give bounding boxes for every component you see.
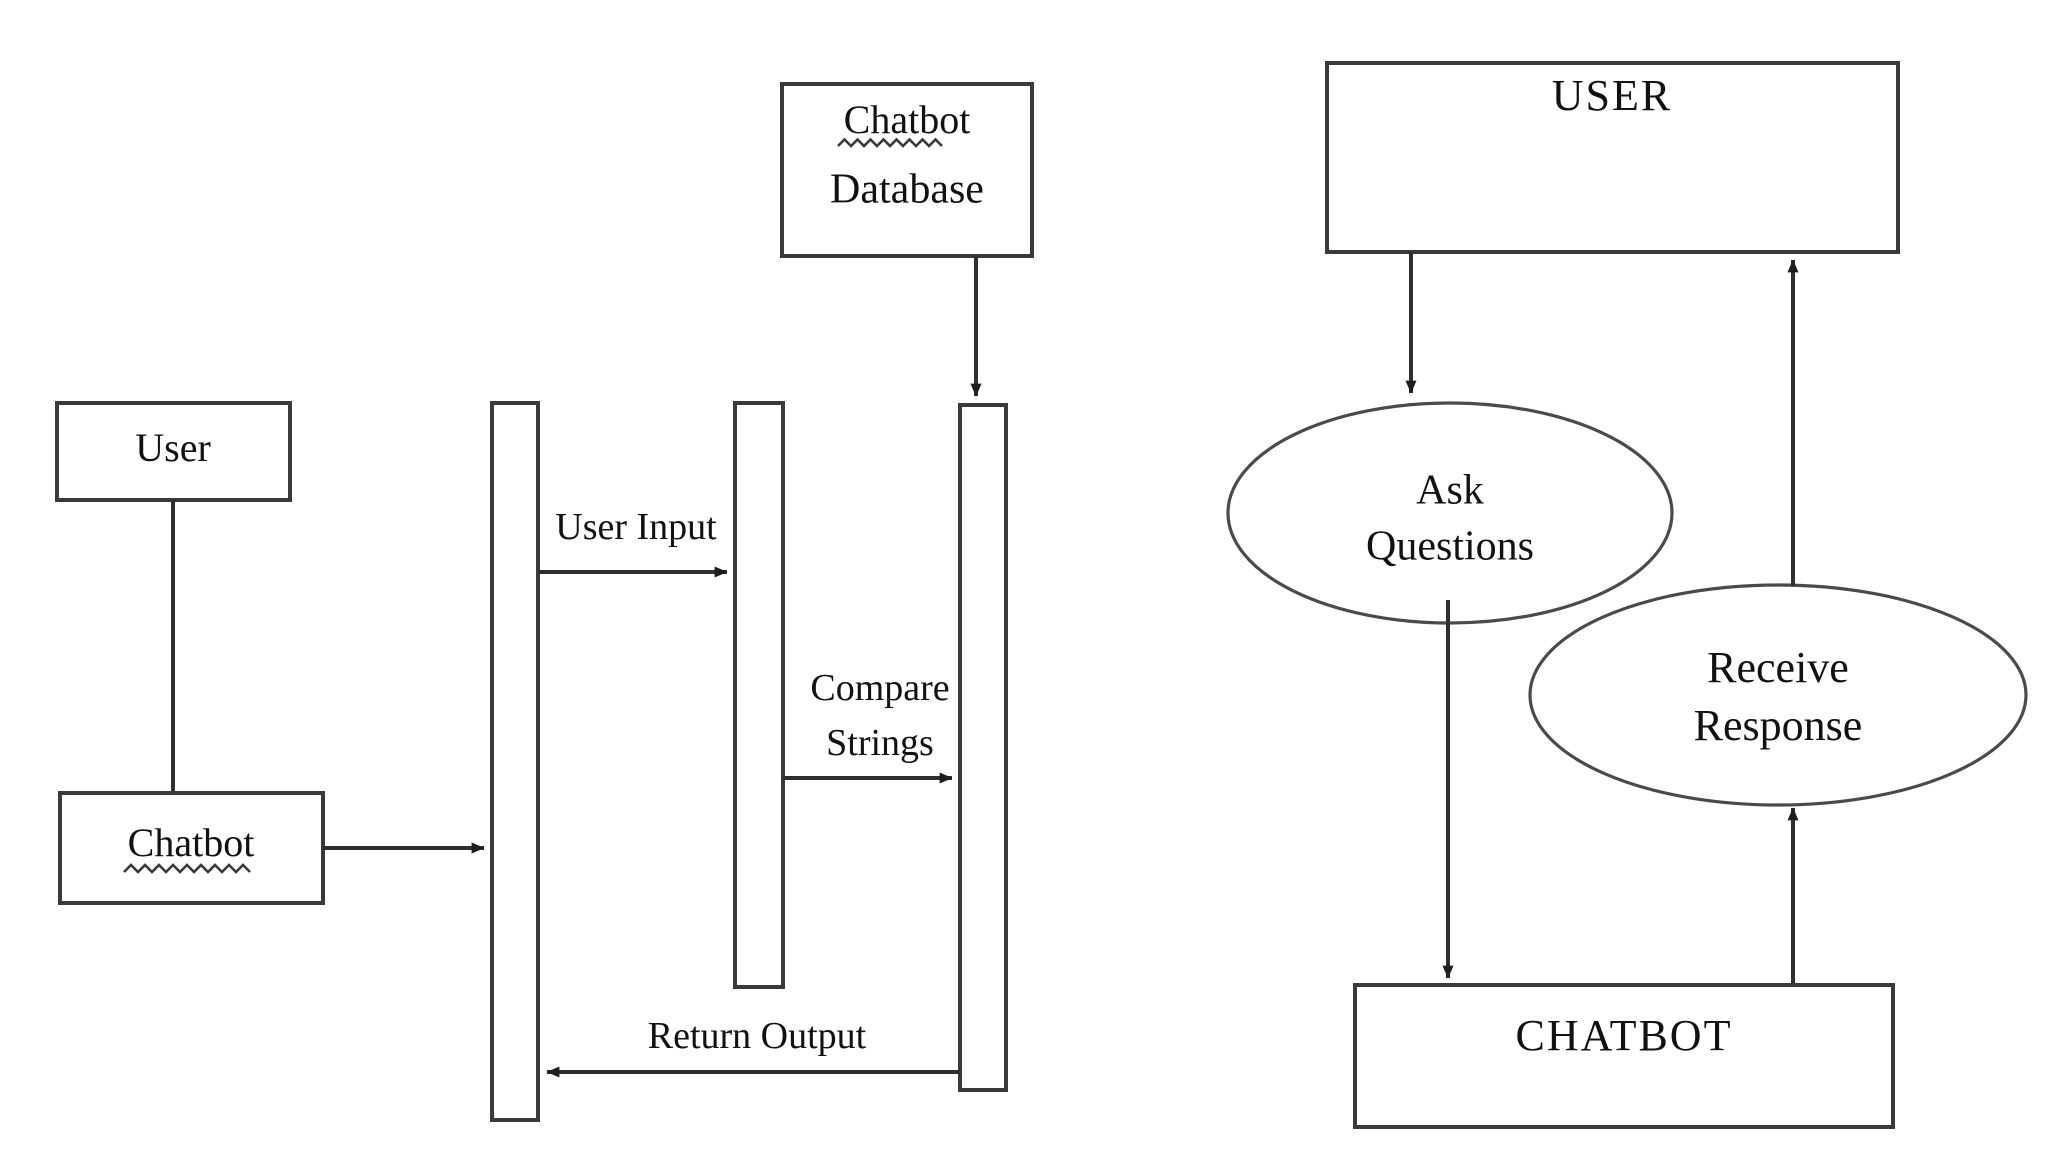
right-ask-questions-label-line1: Ask — [1416, 468, 1484, 514]
message-compare-strings-label-line2: Strings — [826, 722, 934, 764]
right-receive-response-label-line1: Receive — [1707, 643, 1849, 692]
left-user-box[interactable]: User — [55, 401, 292, 502]
message-compare-strings: Compare Strings — [783, 667, 953, 784]
message-return-output-label: Return Output — [648, 1015, 867, 1057]
message-return-output: Return Output — [546, 1015, 960, 1078]
message-user-input-label: User Input — [555, 506, 717, 548]
left-chatbot-label: Chatbot — [128, 820, 255, 865]
right-user-label: USER — [1552, 71, 1672, 120]
left-database-label-line2: Database — [830, 167, 984, 213]
message-compare-strings-label-line1: Compare — [810, 667, 949, 709]
right-receive-response-label-line2: Response — [1694, 701, 1863, 750]
right-chatbot-box[interactable]: CHATBOT — [1353, 983, 1895, 1129]
left-chatbot-database-box[interactable]: Chatbot Database — [780, 82, 1034, 258]
lifeline-chatbot[interactable] — [490, 401, 540, 1122]
right-user-box[interactable]: USER — [1325, 61, 1900, 254]
right-ask-questions-ellipse[interactable]: Ask Questions — [1226, 401, 1674, 625]
right-chatbot-label: CHATBOT — [1516, 1011, 1733, 1060]
left-database-spellcheck-underline — [837, 137, 943, 148]
left-chatbot-spellcheck-underline — [123, 863, 251, 874]
right-ask-questions-label-line2: Questions — [1366, 524, 1534, 570]
message-user-input: User Input — [538, 506, 728, 578]
lifeline-processor[interactable] — [733, 401, 785, 989]
left-chatbot-box[interactable]: Chatbot — [58, 791, 325, 905]
right-receive-response-ellipse[interactable]: Receive Response — [1528, 583, 2028, 807]
lifeline-database[interactable] — [958, 403, 1008, 1092]
left-user-label: User — [135, 425, 211, 470]
left-database-label-line1: Chatbot — [844, 97, 971, 142]
